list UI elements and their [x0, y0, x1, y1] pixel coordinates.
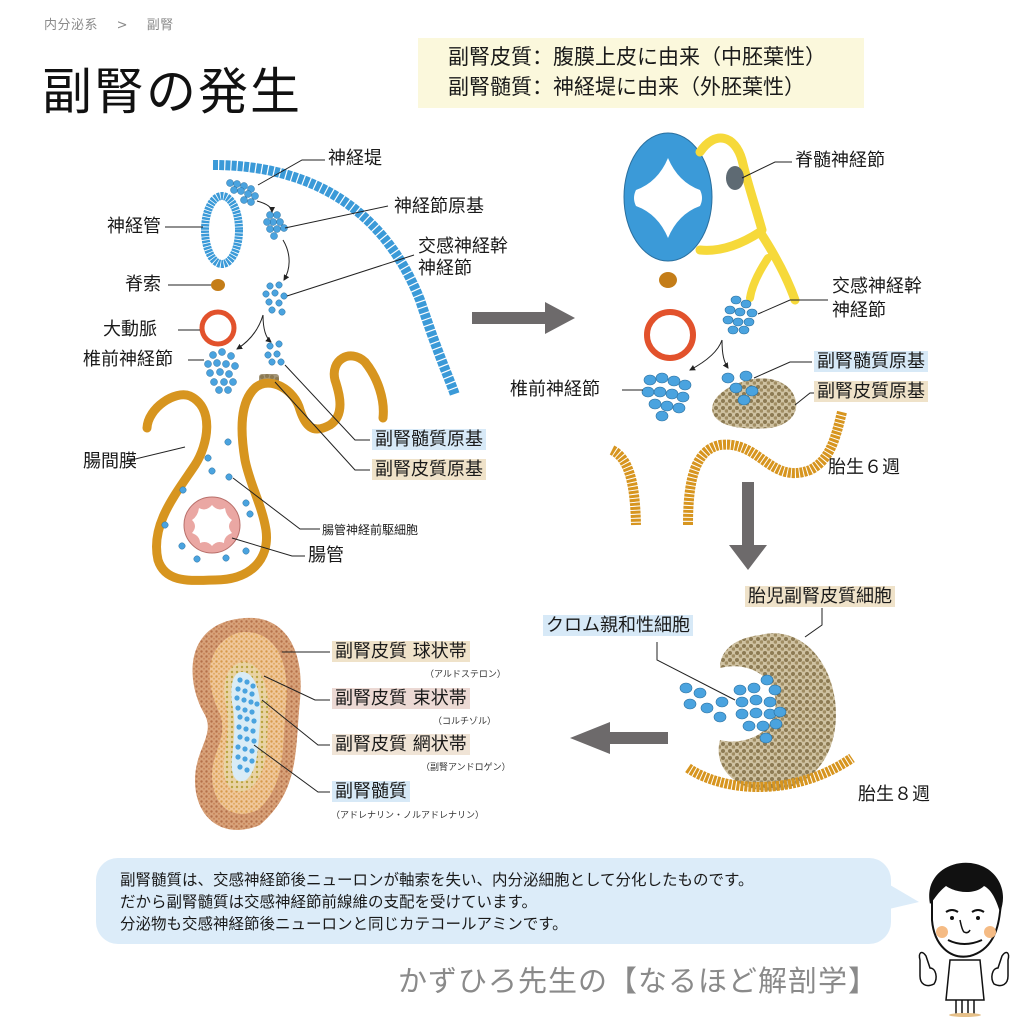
label-spinal-ganglion: 脊髄神経節 — [795, 150, 885, 171]
panel-early-embryo — [122, 159, 460, 585]
medulla-origin-text: 副腎髄質：神経堤に由来（外胚葉性） — [448, 75, 805, 99]
cortex-origin-text: 副腎皮質：腹膜上皮に由来（中胚葉性） — [448, 45, 826, 69]
medulla-primordium-cells-w6 — [721, 370, 759, 406]
label-chromaffin-cells: クロム親和性細胞 — [543, 615, 693, 636]
spinal-canal — [634, 158, 702, 238]
spinal-ganglion — [726, 166, 744, 190]
neural-crest-band — [212, 160, 460, 397]
label-prevertebral-ganglion-w6: 椎前神経節 — [510, 379, 600, 400]
medulla-primordium-cells — [264, 340, 285, 366]
doctor-mascot-icon — [918, 862, 1010, 1017]
spinal-nerve-dorsal — [695, 133, 767, 235]
label-stage-week8: 胎生８週 — [858, 784, 930, 805]
notochord — [211, 279, 225, 291]
ganglion-primordium-cells — [263, 211, 288, 240]
panel1-leader-lines — [122, 159, 415, 557]
breadcrumb: 内分泌系 > 副腎 — [44, 14, 188, 33]
page-title: 副腎の発生 — [42, 63, 302, 121]
migration-arrow-w6-1 — [689, 339, 723, 371]
panel-week6 — [609, 132, 847, 526]
origin-summary-box: 副腎皮質：腹膜上皮に由来（中胚葉性） 副腎髄質：神経堤に由来（外胚葉性） — [418, 38, 864, 108]
label-gut: 腸管 — [308, 545, 344, 566]
label-zona-reticularis: 副腎皮質 網状帯 — [332, 734, 470, 755]
sympathetic-ganglion-cells-w6 — [722, 295, 758, 335]
panel-week8 — [656, 608, 855, 792]
label-zona-glomerulosa: 副腎皮質 球状帯 — [332, 641, 470, 662]
migration-arrow-4 — [262, 314, 272, 343]
coelomic-epithelium-w6-left — [609, 445, 641, 526]
migration-arrow-1 — [256, 200, 275, 213]
aorta — [199, 309, 237, 347]
migration-arrow-3 — [236, 314, 264, 350]
breadcrumb-separator: > — [116, 18, 129, 33]
mesentery-wall — [142, 351, 388, 585]
coelomic-epithelium-w8 — [685, 753, 855, 792]
hormone-catecholamines: （アドレナリン・ノルアドレナリン） — [331, 811, 485, 821]
label-neural-crest: 神経堤 — [328, 148, 382, 169]
label-aorta: 大動脈 — [103, 319, 157, 340]
aorta-w6 — [644, 309, 696, 361]
label-neural-tube: 神経管 — [107, 216, 161, 237]
hormone-androgen: （副腎アンドロゲン） — [421, 763, 511, 773]
migration-arrow-w6-2 — [721, 339, 729, 369]
label-medulla-primordium: 副腎髄質原基 — [372, 429, 486, 450]
breadcrumb-item-endocrine[interactable]: 内分泌系 — [44, 18, 99, 33]
explanation-line-2: だから副腎髄質は交感神経節前線維の支配を受けています。 — [120, 893, 537, 911]
explanation-line-1: 副腎髄質は、交感神経節後ニューロンが軸索を失い、内分泌細胞として分化したものです… — [120, 871, 754, 889]
label-notochord: 脊索 — [125, 274, 161, 295]
label-cortex-primordium-w6: 副腎皮質原基 — [814, 381, 928, 402]
breadcrumb-item-adrenal[interactable]: 副腎 — [146, 18, 174, 33]
arrow-right — [472, 302, 575, 334]
label-mesentery: 腸間膜 — [83, 451, 137, 472]
neural-crest-cells — [226, 179, 259, 206]
ramus-communicans — [746, 254, 772, 302]
prevertebral-ganglion-cells-w6 — [641, 372, 692, 422]
notochord-w6 — [659, 272, 677, 288]
medulla-cells — [234, 677, 260, 773]
cortex-primordium-w6 — [712, 378, 797, 429]
label-fetal-cortex-cells: 胎児副腎皮質細胞 — [745, 586, 895, 607]
brand-text: かずひろ先生の【なるほど解剖学】 — [398, 964, 879, 998]
migration-arrow-2 — [282, 239, 290, 281]
gut-lumen — [192, 505, 232, 546]
label-ganglion-primordium: 神経節原基 — [394, 196, 484, 217]
label-sympathetic-trunk-2: 神経節 — [418, 258, 472, 279]
panel4-leader-lines — [253, 651, 330, 793]
label-prevertebral-ganglion: 椎前神経節 — [83, 349, 173, 370]
label-adrenal-medulla: 副腎髄質 — [332, 781, 410, 802]
label-sympathetic-trunk-w6-1: 交感神経幹 — [832, 276, 922, 297]
spinal-nerve-ventral — [695, 225, 800, 305]
label-zona-fasciculata: 副腎皮質 束状帯 — [332, 688, 470, 709]
prevertebral-ganglion-cells — [204, 348, 239, 394]
hormone-aldosterone: （アルドステロン） — [425, 670, 506, 680]
panel-adult-adrenal — [192, 617, 330, 830]
label-sympathetic-trunk-1: 交感神経幹 — [418, 236, 508, 257]
label-sympathetic-trunk-w6-2: 神経節 — [832, 300, 886, 321]
coelomic-epithelium-w6-right — [683, 410, 847, 526]
neural-tube — [201, 192, 243, 268]
enteric-precursor-cells — [161, 438, 254, 563]
arrow-left — [570, 722, 668, 754]
hormone-cortisol: （コルチゾル） — [433, 717, 497, 727]
panel3-leader-lines — [656, 608, 823, 701]
speech-bubble-tail-icon — [885, 882, 919, 910]
explanation-speech-bubble: 副腎髄質は、交感神経節後ニューロンが軸索を失い、内分泌細胞として分化したものです… — [96, 858, 891, 944]
explanation-line-3: 分泌物も交感神経節後ニューロンと同じカテコールアミンです。 — [120, 915, 568, 933]
label-enteric-precursor: 腸管神経前駆細胞 — [322, 523, 419, 537]
sympathetic-trunk-cells — [262, 281, 288, 316]
arrow-down — [729, 482, 767, 570]
panel2-leader-lines — [622, 161, 828, 406]
chromaffin-cells — [679, 674, 787, 744]
label-medulla-primordium-w6: 副腎髄質原基 — [814, 351, 928, 372]
label-stage-week6: 胎生６週 — [828, 457, 900, 478]
label-cortex-primordium: 副腎皮質原基 — [372, 459, 486, 480]
